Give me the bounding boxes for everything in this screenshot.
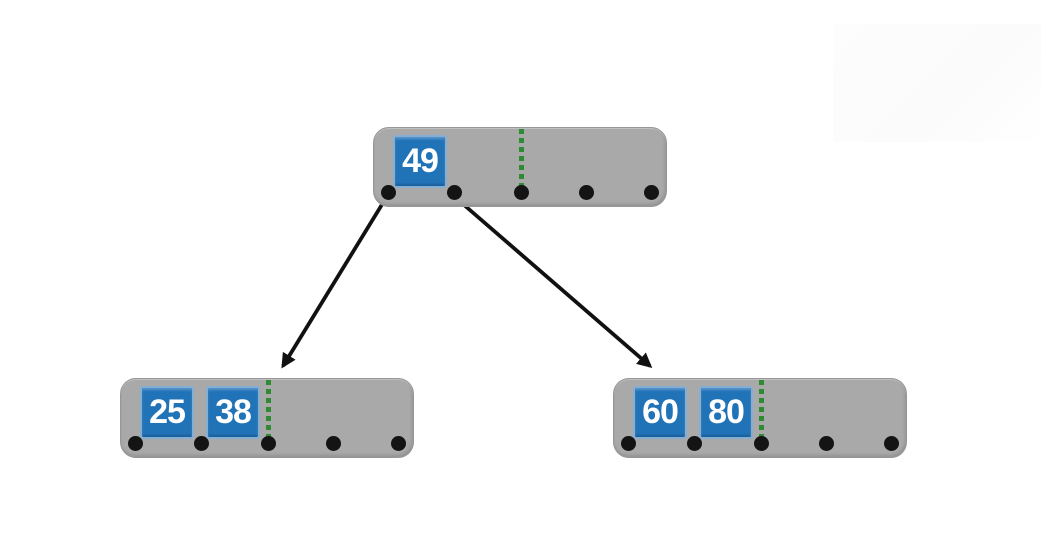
pointer-dot <box>819 436 834 451</box>
pointer-dot <box>884 436 899 451</box>
pointer-dot <box>687 436 702 451</box>
edge-arrow-to-left-child <box>281 197 388 369</box>
pointer-dot <box>194 436 209 451</box>
separator-dotted-line-icon <box>266 380 271 443</box>
pointer-dot <box>754 436 769 451</box>
key-cell: 49 <box>393 135 447 188</box>
pointer-dot <box>579 185 594 200</box>
key-cell: 25 <box>140 386 194 439</box>
pointer-dot <box>644 185 659 200</box>
btree-node-root: 49 <box>373 127 667 207</box>
pointer-dot <box>326 436 341 451</box>
background-shading <box>833 24 1041 142</box>
pointer-dot <box>391 436 406 451</box>
pointer-dot <box>621 436 636 451</box>
btree-node-right-child: 60 80 <box>613 378 907 458</box>
separator-dotted-line-icon <box>759 380 764 443</box>
pointer-dot <box>381 185 396 200</box>
edge-arrow-to-right-child <box>454 196 653 368</box>
pointer-dot <box>128 436 143 451</box>
key-cell: 38 <box>206 386 260 439</box>
separator-dotted-line-icon <box>519 129 524 192</box>
pointer-dot <box>514 185 529 200</box>
btree-node-left-child: 25 38 <box>120 378 414 458</box>
key-cell: 60 <box>633 386 687 439</box>
pointer-dot <box>261 436 276 451</box>
key-cell: 80 <box>699 386 753 439</box>
pointer-dot <box>447 185 462 200</box>
